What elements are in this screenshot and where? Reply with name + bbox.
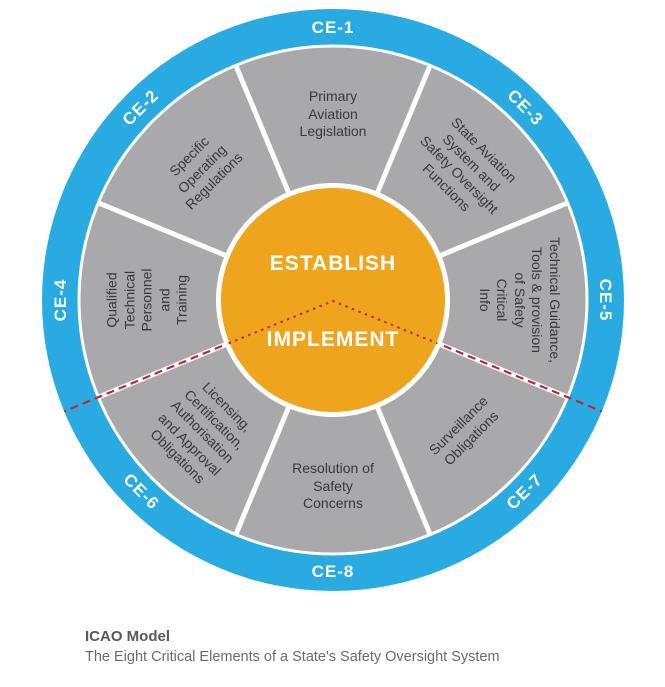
segment-divider [233,403,293,536]
segment-divider [436,200,569,260]
segment-divider [373,64,433,197]
segment-label-ce-1: Primary Aviation Legislation [299,87,367,139]
implement-label: IMPLEMENT [266,328,400,351]
caption: ICAO Model The Eight Critical Elements o… [85,628,500,665]
establish-implement-divider-right [443,344,603,413]
segment-label-ce-5: Technical Guidance, Tools & provision of… [476,236,563,364]
ring-label-ce-5: CE-5 [596,278,615,322]
diagram-title: ICAO Model [85,628,170,645]
ring-label-ce-1: CE-1 [311,18,355,37]
establish-implement-divider-center [228,299,438,345]
segment-divider [373,403,433,536]
segment-divider [97,200,230,260]
establish-label: ESTABLISH [269,252,397,275]
ring-label-ce-8: CE-8 [311,562,355,581]
ring-label-ce-4: CE-4 [51,278,70,322]
segment-label-ce-4: Qualified Technical Personnel and Traini… [103,268,190,332]
diagram-subtitle: The Eight Critical Elements of a State's… [85,649,500,665]
segment-divider [233,64,293,197]
establish-implement-divider-left [63,344,223,413]
segment-label-ce-8: Resolution of Safety Concerns [292,459,374,511]
